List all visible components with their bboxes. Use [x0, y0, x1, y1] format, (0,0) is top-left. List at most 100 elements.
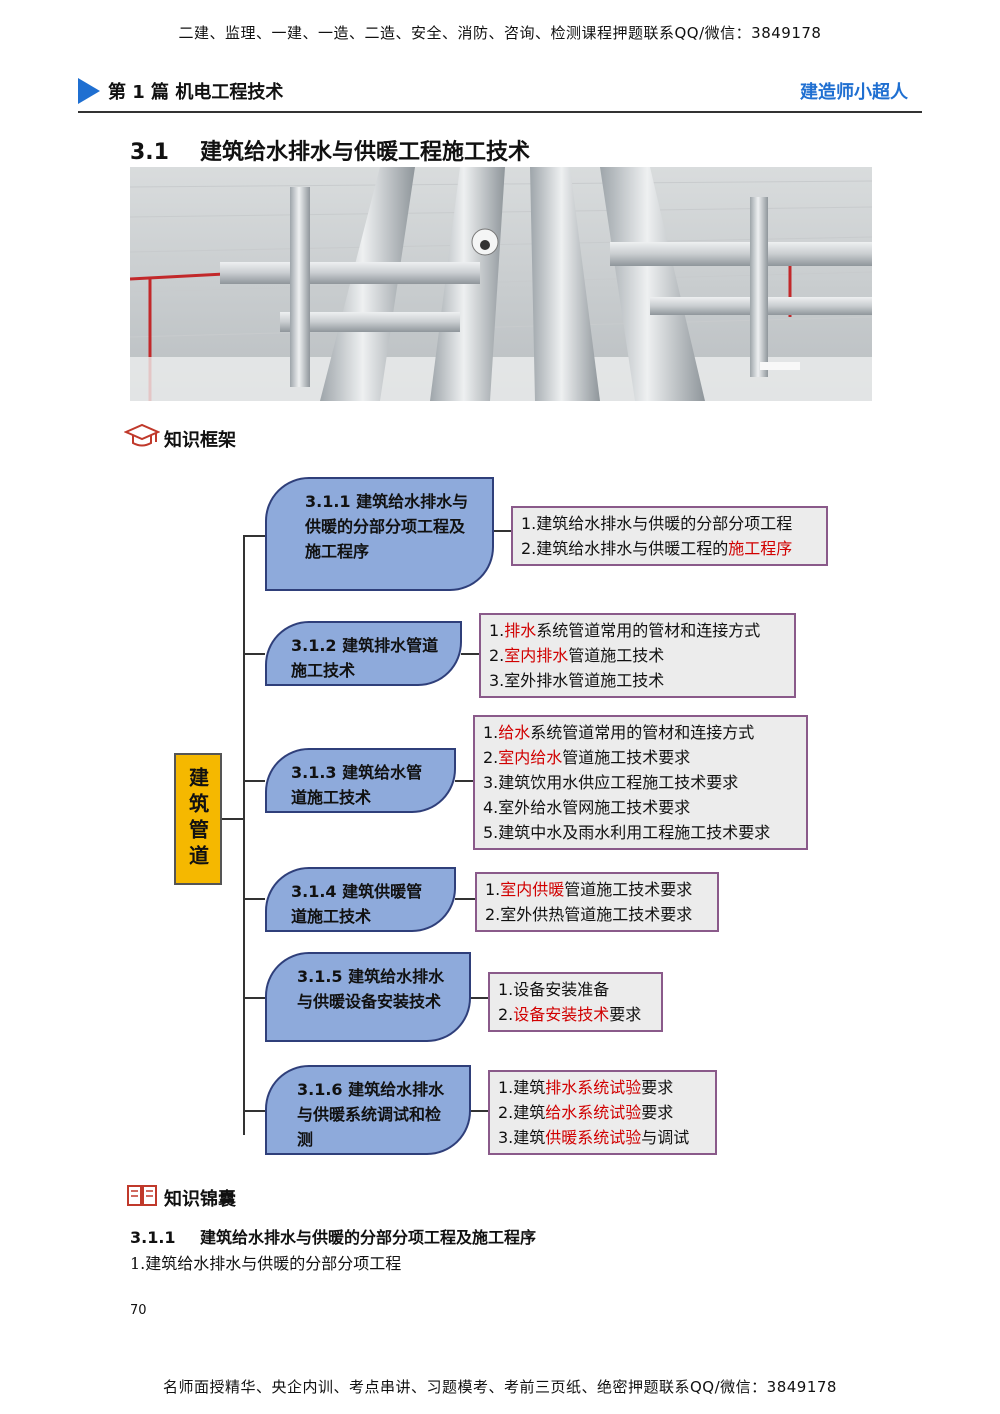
leaf-item-text: 5.建筑中水及雨水利用工程施工技术要求 [483, 823, 771, 842]
connector-leaf-2 [461, 653, 479, 655]
leaf-item: 2.室内给水管道施工技术要求 [483, 745, 798, 770]
branch-3-1-1: 3.1.1 建筑给水排水与供暖的分部分项工程及施工程序 [265, 477, 494, 591]
leaf-item-text: 3.建筑 [498, 1128, 546, 1147]
leaf-item: 2.室外供热管道施工技术要求 [485, 902, 709, 927]
leaf-item: 5.建筑中水及雨水利用工程施工技术要求 [483, 820, 798, 845]
leaf-item: 2.建筑给水排水与供暖工程的施工程序 [521, 536, 818, 561]
leaf-item: 2.室内排水管道施工技术 [489, 643, 786, 668]
mindmap: 建筑管道 3.1.1 建筑给水排水与供暖的分部分项工程及施工程序 3.1.2 建… [0, 470, 1000, 1170]
graduation-cap-icon [124, 423, 160, 447]
leaf-item-text: 2. [498, 1005, 514, 1024]
leaf-item-text: 2.建筑给水排水与供暖工程的 [521, 539, 729, 558]
top-banner: 二建、监理、一建、一造、二造、安全、消防、咨询、检测课程押题联系QQ/微信：38… [178, 24, 822, 42]
leaf-item-highlight: 给水系统试验 [545, 1103, 642, 1122]
header-divider [78, 111, 922, 113]
section-title-text: 建筑给水排水与供暖工程施工技术 [200, 140, 531, 165]
leaf-item-text: 1. [485, 880, 501, 899]
connector-root [222, 818, 244, 820]
leaf-item-text: 管道施工技术要求 [564, 880, 693, 899]
leaf-item-text: 3.建筑饮用水供应工程施工技术要求 [483, 773, 739, 792]
subsection-heading: 3.1.1 建筑给水排水与供暖的分部分项工程及施工程序 [130, 1224, 536, 1248]
leaf-item: 1.排水系统管道常用的管材和连接方式 [489, 618, 786, 643]
leaf-item-text: 3.室外排水管道施工技术 [489, 671, 665, 690]
leaf-group-3-1-4: 1.室内供暖管道施工技术要求 2.室外供热管道施工技术要求 [475, 872, 719, 932]
leaf-item-text: 1. [483, 723, 499, 742]
mindmap-root: 建筑管道 [174, 753, 222, 885]
leaf-item-text: 4.室外给水管网施工技术要求 [483, 798, 691, 817]
leaf-item-text: 1.设备安装准备 [498, 980, 610, 999]
branch-3-1-5: 3.1.5 建筑给水排水与供暖设备安装技术 [265, 952, 471, 1042]
leaf-item: 3.建筑供暖系统试验与调试 [498, 1125, 707, 1150]
connector-branch-6 [243, 1110, 265, 1112]
leaf-item-highlight: 排水系统试验 [545, 1078, 642, 1097]
arrow-icon [78, 78, 100, 104]
leaf-item-text: 2.建筑 [498, 1103, 546, 1122]
leaf-item-text: 系统管道常用的管材和连接方式 [536, 621, 761, 640]
page-header: 第 1 篇 机电工程技术 建造师小超人 [78, 76, 922, 108]
leaf-item-text: 要求 [609, 1005, 642, 1024]
leaf-group-3-1-1: 1.建筑给水排水与供暖的分部分项工程 2.建筑给水排水与供暖工程的施工程序 [511, 506, 828, 566]
leaf-item-text: 系统管道常用的管材和连接方式 [530, 723, 755, 742]
leaf-item: 2.设备安装技术要求 [498, 1002, 653, 1027]
connector-branch-2 [243, 653, 265, 655]
subsection-title: 建筑给水排水与供暖的分部分项工程及施工程序 [200, 1228, 537, 1247]
connector-leaf-3 [455, 780, 473, 782]
leaf-item-text: 1.建筑 [498, 1078, 546, 1097]
leaf-item-highlight: 供暖系统试验 [545, 1128, 642, 1147]
section-number: 3.1 [130, 140, 169, 165]
page-number: 70 [130, 1303, 147, 1318]
leaf-item-text: 2.室外供热管道施工技术要求 [485, 905, 693, 924]
connector-leaf-1 [493, 530, 511, 532]
leaf-item-text: 管道施工技术要求 [562, 748, 691, 767]
knowledge-pouch-title: 知识锦囊 [164, 1189, 236, 1210]
leaf-item-text: 管道施工技术 [568, 646, 665, 665]
branch-3-1-4: 3.1.4 建筑供暖管道施工技术 [265, 867, 456, 932]
leaf-item: 4.室外给水管网施工技术要求 [483, 795, 798, 820]
leaf-item-highlight: 室内供暖 [500, 880, 565, 899]
body-paragraph: 1.建筑给水排水与供暖的分部分项工程 [130, 1254, 402, 1273]
pipes-photo-illustration [130, 167, 872, 401]
leaf-item-highlight: 施工程序 [728, 539, 793, 558]
leaf-item-text: 与调试 [641, 1128, 690, 1147]
branch-3-1-6: 3.1.6 建筑给水排水与供暖系统调试和检测 [265, 1065, 471, 1155]
book-icon [127, 1185, 157, 1206]
leaf-item: 1.室内供暖管道施工技术要求 [485, 877, 709, 902]
leaf-item: 2.建筑给水系统试验要求 [498, 1100, 707, 1125]
connector-leaf-5 [470, 997, 488, 999]
leaf-item-highlight: 排水 [504, 621, 537, 640]
leaf-item-text: 1.建筑给水排水与供暖的分部分项工程 [521, 514, 793, 533]
leaf-item: 1.建筑给水排水与供暖的分部分项工程 [521, 511, 818, 536]
leaf-item-highlight: 设备安装技术 [513, 1005, 610, 1024]
section-title: 3.1 建筑给水排水与供暖工程施工技术 [130, 134, 530, 166]
leaf-item-highlight: 室内给水 [498, 748, 563, 767]
branch-3-1-3: 3.1.3 建筑给水管道施工技术 [265, 748, 456, 813]
leaf-item-text: 2. [483, 748, 499, 767]
leaf-item-text: 2. [489, 646, 505, 665]
connector-leaf-4 [455, 898, 475, 900]
branch-3-1-2: 3.1.2 建筑排水管道施工技术 [265, 621, 462, 686]
brand-name: 建造师小超人 [800, 82, 908, 103]
leaf-item: 1.设备安装准备 [498, 977, 653, 1002]
leaf-item-text: 要求 [641, 1078, 674, 1097]
connector-trunk [243, 535, 245, 1135]
leaf-item: 1.建筑排水系统试验要求 [498, 1075, 707, 1100]
connector-branch-5 [243, 997, 265, 999]
connector-leaf-6 [470, 1110, 488, 1112]
leaf-item-text: 要求 [641, 1103, 674, 1122]
knowledge-framework-title: 知识框架 [164, 430, 236, 451]
leaf-item: 3.建筑饮用水供应工程施工技术要求 [483, 770, 798, 795]
connector-branch-4 [243, 898, 265, 900]
leaf-item: 1.给水系统管道常用的管材和连接方式 [483, 720, 798, 745]
leaf-item: 3.室外排水管道施工技术 [489, 668, 786, 693]
subsection-number: 3.1.1 [130, 1228, 176, 1247]
leaf-item-highlight: 给水 [498, 723, 531, 742]
leaf-item-text: 1. [489, 621, 505, 640]
leaf-group-3-1-5: 1.设备安装准备 2.设备安装技术要求 [488, 972, 663, 1032]
leaf-item-highlight: 室内排水 [504, 646, 569, 665]
pipes-photo [130, 167, 872, 401]
chapter-title: 第 1 篇 机电工程技术 [108, 82, 284, 103]
connector-branch-3 [243, 780, 265, 782]
